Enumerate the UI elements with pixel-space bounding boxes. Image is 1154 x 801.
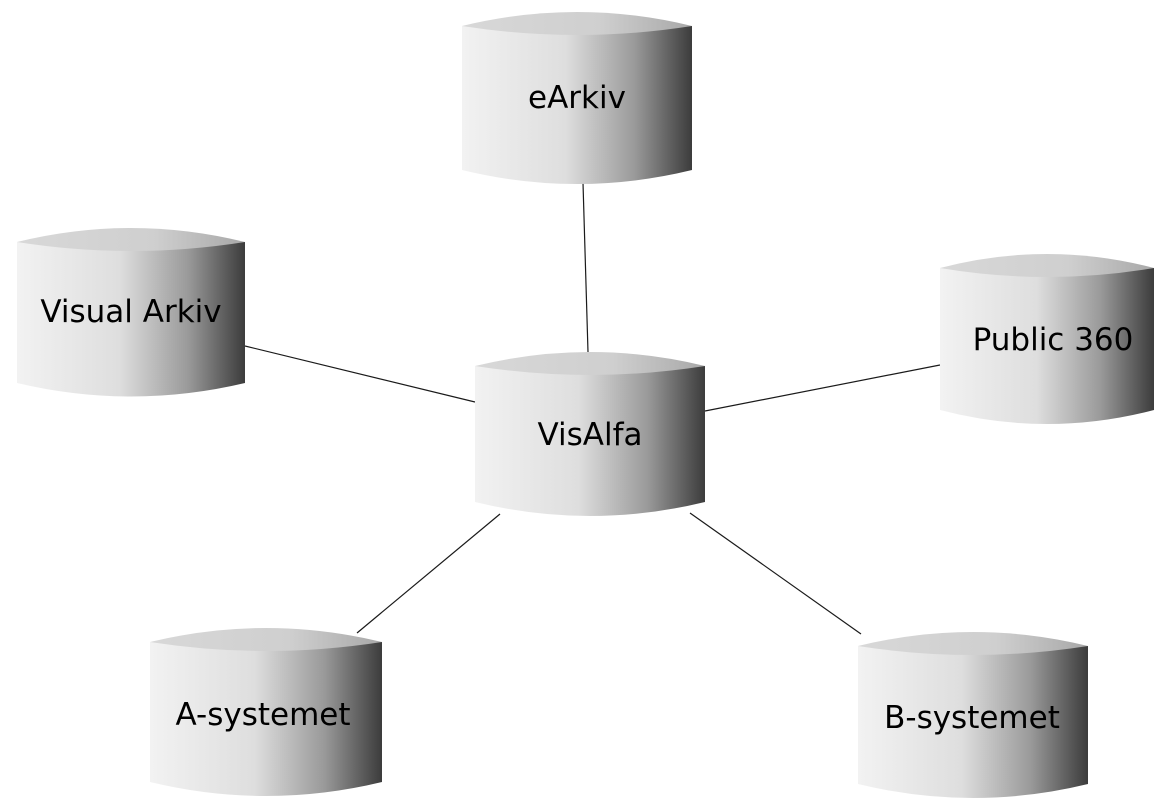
a-systemet-label: A-systemet — [175, 697, 350, 733]
node-visalfa[interactable]: VisAlfa — [475, 352, 705, 516]
connectors — [244, 182, 941, 635]
edge-visalfa-b-systemet — [689, 512, 862, 635]
edge-visalfa-a-systemet — [356, 513, 501, 634]
b-systemet-cylinder — [858, 646, 1088, 798]
a-systemet-cylinder — [150, 642, 382, 796]
earkiv-cylinder — [462, 26, 692, 184]
visual-arkiv-cylinder — [17, 242, 245, 397]
public360-label: Public 360 — [973, 322, 1134, 358]
node-public360[interactable]: Public 360 — [940, 254, 1154, 424]
b-systemet-cylinder-top — [858, 632, 1088, 655]
visalfa-label: VisAlfa — [537, 417, 642, 453]
visual-arkiv-cylinder-top — [17, 228, 245, 251]
node-earkiv[interactable]: eArkiv — [462, 12, 692, 184]
edge-visalfa-earkiv — [582, 182, 589, 353]
public360-cylinder — [940, 268, 1154, 424]
edge-visalfa-public360 — [704, 364, 941, 412]
node-visual-arkiv[interactable]: Visual Arkiv — [17, 228, 245, 397]
b-systemet-label: B-systemet — [884, 700, 1060, 736]
visalfa-cylinder — [475, 366, 705, 516]
visual-arkiv-label: Visual Arkiv — [40, 294, 221, 330]
node-a-systemet[interactable]: A-systemet — [150, 628, 382, 796]
public360-cylinder-top — [940, 254, 1154, 277]
edge-visalfa-visual-arkiv — [244, 345, 476, 403]
visalfa-cylinder-top — [475, 352, 705, 375]
earkiv-label: eArkiv — [528, 80, 626, 116]
node-b-systemet[interactable]: B-systemet — [858, 632, 1088, 798]
earkiv-cylinder-top — [462, 12, 692, 35]
a-systemet-cylinder-top — [150, 628, 382, 651]
